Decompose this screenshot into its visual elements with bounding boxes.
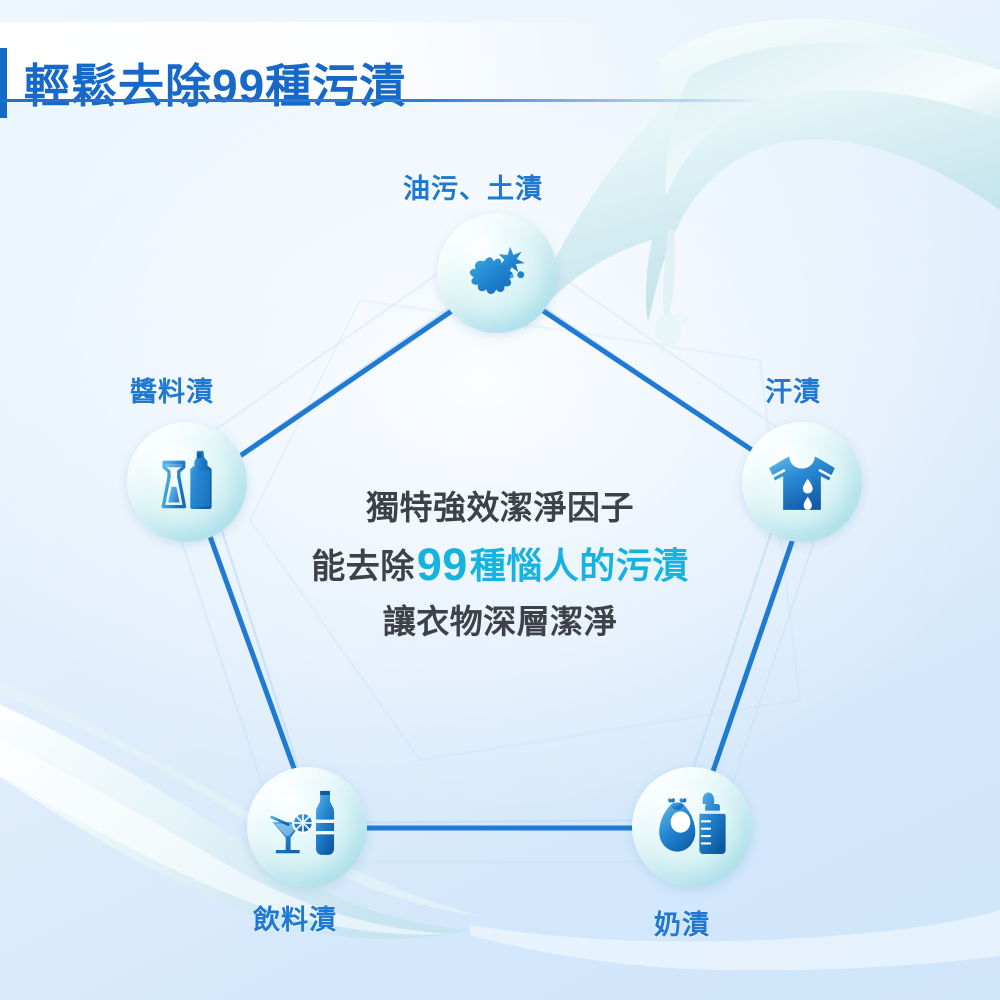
pentagon-edges — [192, 277, 811, 831]
copy-line-2: 能去除99種惱人的污漬 — [220, 537, 780, 594]
drinks-icon — [270, 790, 335, 855]
copy-highlight-number: 99 — [416, 538, 468, 590]
label-oil-stain: 油污、土漬 — [403, 174, 543, 204]
copy-line-1: 獨特強效潔淨因子 — [366, 489, 634, 526]
splatter-icon — [469, 246, 525, 295]
label-sauce-stain: 醬料漬 — [130, 377, 214, 407]
node-oil-stain[interactable] — [437, 213, 557, 333]
label-sweat-stain: 汗漬 — [765, 377, 821, 407]
baby-bottle-icon — [659, 792, 726, 855]
label-drink-stain: 飲料漬 — [253, 905, 337, 935]
node-milk-stain[interactable] — [632, 767, 752, 887]
label-milk-stain: 奶漬 — [654, 910, 710, 940]
page-title: 輕鬆去除99種污漬 — [24, 60, 407, 112]
node-sweat-stain[interactable] — [742, 422, 862, 542]
sweat-shirt-icon — [769, 455, 835, 510]
node-drink-stain[interactable] — [247, 767, 367, 887]
copy-line-3: 讓衣物深層潔淨 — [382, 603, 618, 641]
sauce-bottles-icon — [161, 450, 212, 510]
center-copy-block: 獨特強效潔淨因子 能去除99種惱人的污漬 讓衣物深層潔淨 — [220, 487, 780, 643]
header-banner: 輕鬆去除99種污漬 — [0, 22, 640, 118]
header-accent-bar — [0, 48, 7, 118]
water-splash-top-right-icon — [524, 18, 1000, 356]
water-splash-bottom-left-icon — [0, 680, 1000, 971]
node-sauce-stain[interactable] — [127, 422, 247, 542]
header-underline — [0, 99, 770, 102]
copy-line-2-prefix: 能去除 — [311, 547, 415, 586]
copy-highlight-text: 種惱人的污漬 — [469, 544, 689, 586]
